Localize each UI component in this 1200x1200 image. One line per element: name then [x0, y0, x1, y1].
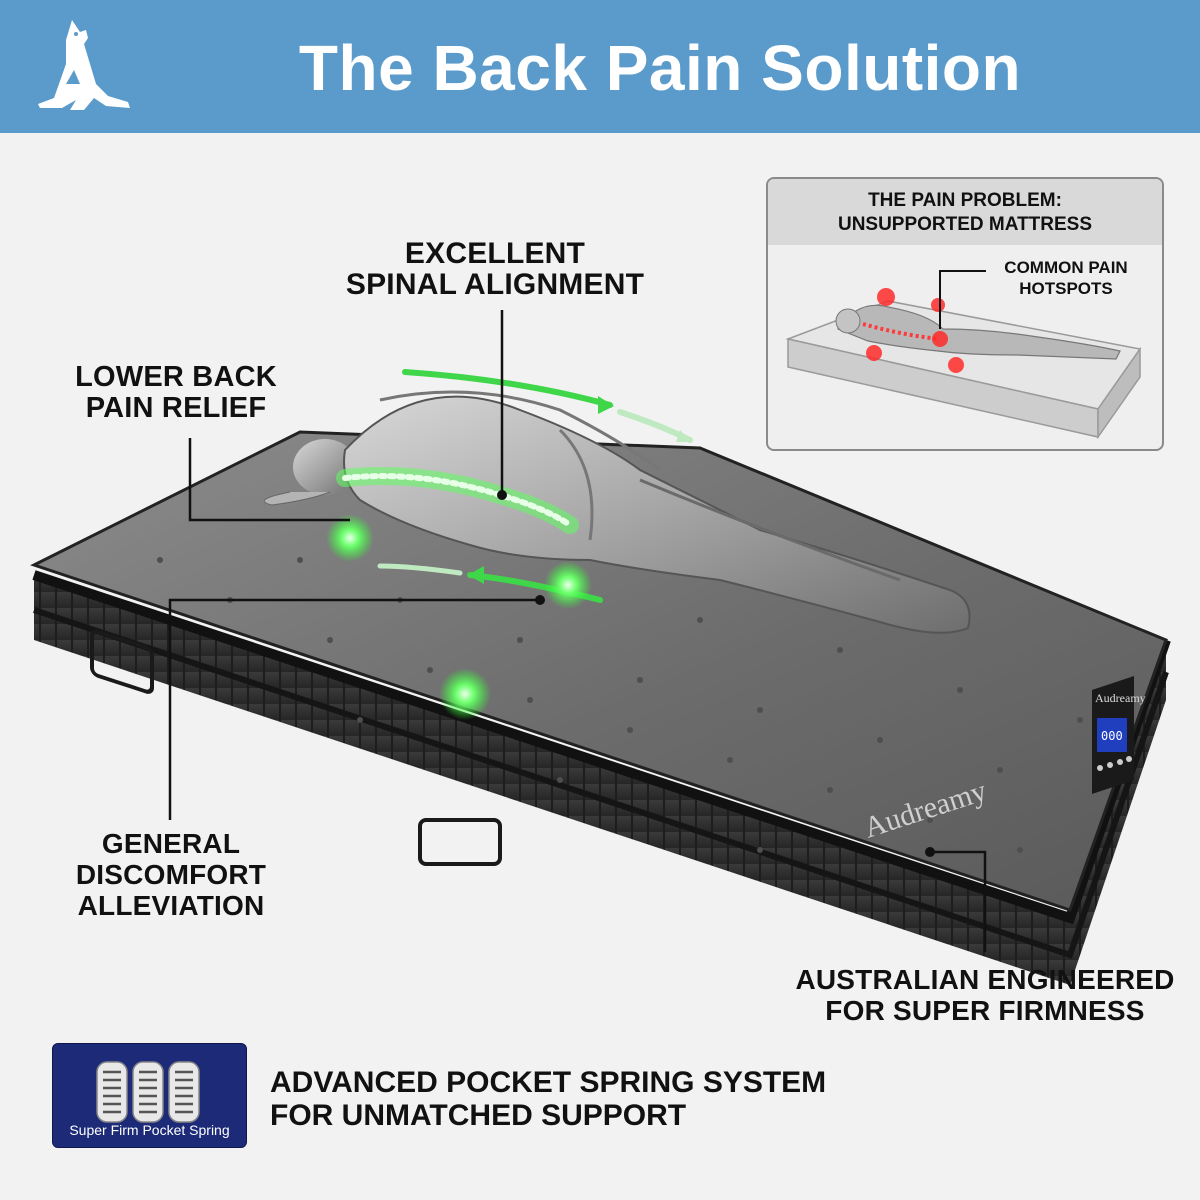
glow-point-hip [326, 514, 374, 562]
spring-badge-label: Super Firm Pocket Spring [69, 1122, 230, 1138]
callout-lines [168, 310, 987, 952]
callout-discomfort: GENERAL DISCOMFORT ALLEVIATION [75, 828, 267, 921]
feature-statement: ADVANCED POCKET SPRING SYSTEM FOR UNMATC… [270, 1066, 827, 1132]
page-title: The Back Pain Solution [298, 32, 1022, 104]
glow-point-mattress [439, 668, 491, 720]
callout-line-discomfort [168, 598, 540, 820]
panel-brand: Audreamy [1095, 691, 1146, 705]
callout-engineered: AUSTRALIAN ENGINEERED FOR SUPER FIRMNESS [795, 964, 1175, 1026]
hotspot-knee [948, 357, 964, 373]
mattress-top [34, 432, 1166, 910]
kangaroo-logo-icon [38, 20, 130, 110]
human-figure [263, 390, 971, 634]
callout-line-engineered [930, 850, 987, 952]
pocket-spring-badge: Super Firm Pocket Spring [52, 1043, 247, 1148]
glow-point-knee [544, 561, 592, 609]
header-bar: The Back Pain Solution [0, 0, 1200, 133]
hotspot-neck [877, 288, 895, 306]
hotspot-shoulder [931, 298, 945, 312]
panel-display: 000 [1101, 729, 1123, 743]
unsupported-mattress-illustration [785, 270, 1142, 440]
callout-spinal-alignment: EXCELLENT SPINAL ALIGNMENT [345, 237, 645, 301]
alignment-arrow-upper [402, 369, 613, 408]
pocket-spring-icon [96, 1061, 200, 1123]
callout-lower-back: LOWER BACK PAIN RELIEF [75, 361, 277, 424]
hotspot-hip [866, 345, 882, 361]
inset-heading: THE PAIN PROBLEM: UNSUPPORTED MATTRESS [768, 179, 1162, 245]
hotspots-label: COMMON PAIN HOTSPOTS [1004, 258, 1128, 298]
hotspot-lower-back [932, 331, 948, 347]
pain-problem-inset: THE PAIN PROBLEM: UNSUPPORTED MATTRESS C… [766, 177, 1164, 451]
mattress-control-panel: Audreamy 000 [1092, 676, 1146, 794]
callout-line-lower-back [188, 438, 350, 522]
mattress-side [34, 575, 1166, 985]
mattress-illustration: Audreamy Audreamy 000 [30, 310, 1171, 985]
